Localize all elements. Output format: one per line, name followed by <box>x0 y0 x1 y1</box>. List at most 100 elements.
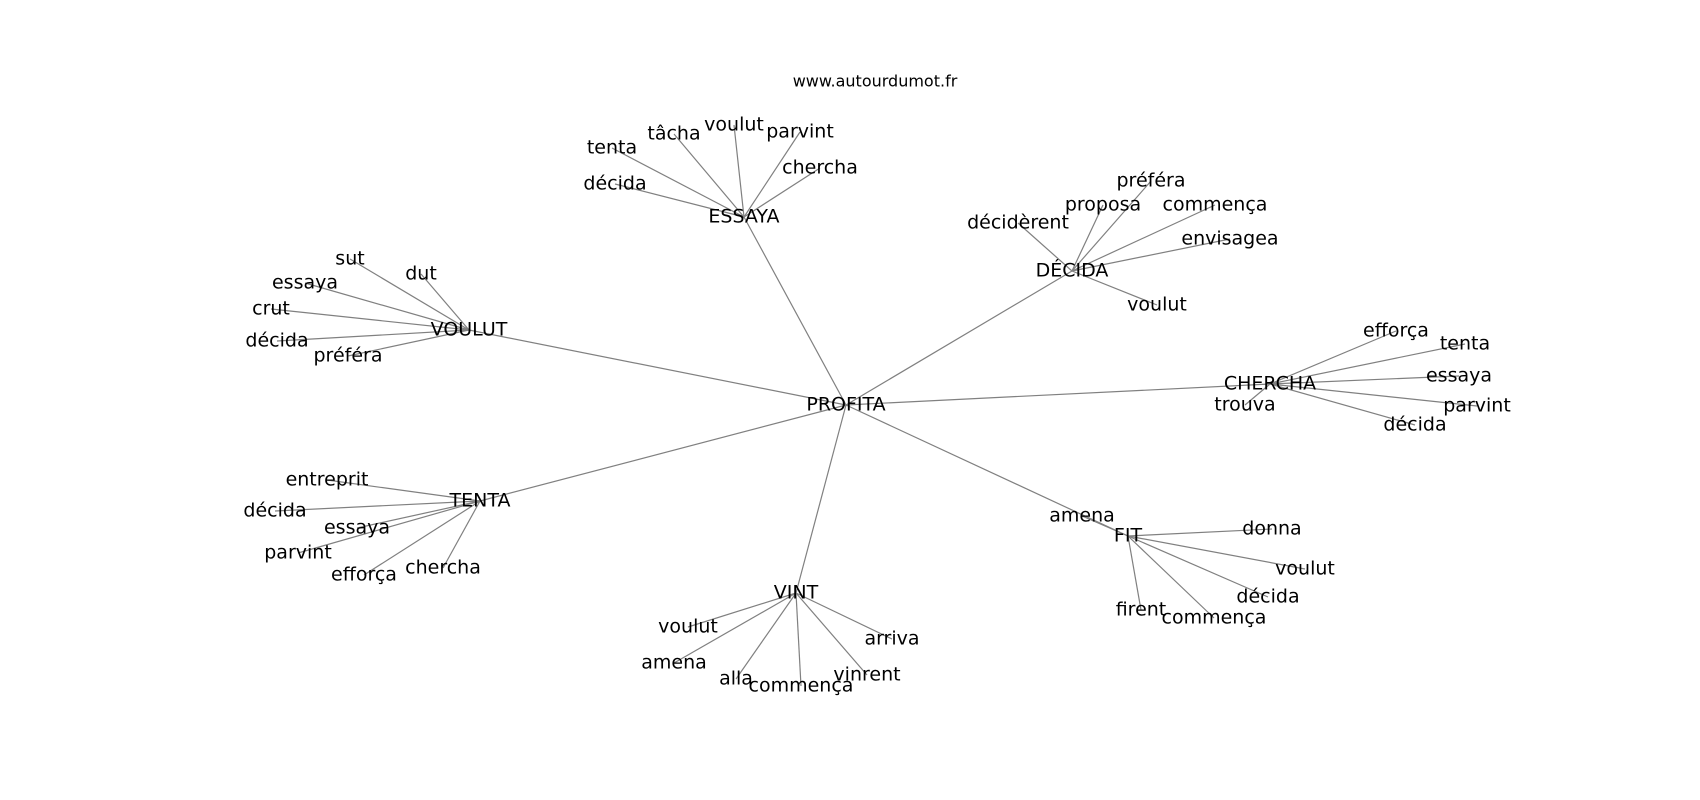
edge-chercha-leaf <box>1269 383 1416 426</box>
leaf-node: parvint <box>766 121 834 143</box>
leaf-node: décidèrent <box>967 212 1069 234</box>
edge-tenta-leaf <box>297 500 481 554</box>
leaf-node: essaya <box>1426 365 1492 387</box>
edge-center-vint <box>795 404 847 594</box>
edge-fit-leaf <box>1081 515 1129 537</box>
leaf-node: efforça <box>1363 320 1429 342</box>
leaf-node: chercha <box>782 157 858 179</box>
edge-essaya-leaf <box>743 131 801 218</box>
edge-chercha-leaf <box>1269 383 1478 407</box>
center-node: PROFITA <box>806 394 885 416</box>
leaf-node: tenta <box>587 137 637 159</box>
leaf-node: parvint <box>264 542 332 564</box>
edge-vint-leaf <box>795 592 802 687</box>
leaf-node: alla <box>719 668 753 690</box>
edge-center-fit <box>845 404 1129 537</box>
edge-essaya-leaf <box>614 183 745 218</box>
edge-chercha-leaf <box>1269 343 1466 385</box>
edge-tenta-leaf <box>356 500 481 529</box>
edge-voulut-leaf <box>276 329 470 342</box>
edge-decida-leaf <box>1071 270 1158 306</box>
leaf-node: amena <box>1049 505 1115 527</box>
edge-decida-leaf <box>1071 180 1152 272</box>
leaf-node: décida <box>1383 414 1446 436</box>
edge-decida-leaf <box>1071 238 1231 272</box>
leaf-node: parvint <box>1443 395 1511 417</box>
edge-decida-leaf <box>1071 204 1216 272</box>
edge-center-essaya <box>743 216 847 406</box>
leaf-node: amena <box>641 652 707 674</box>
leaf-node: chercha <box>405 557 481 579</box>
edge-voulut-leaf <box>420 273 470 331</box>
edge-tenta-leaf <box>326 479 481 502</box>
leaf-node: proposa <box>1065 194 1141 216</box>
edge-center-tenta <box>479 404 847 502</box>
watermark: www.autourdumot.fr <box>793 72 958 91</box>
edge-fit-leaf <box>1127 535 1215 619</box>
leaf-node: voulut <box>1127 294 1187 316</box>
edge-fit-leaf <box>1127 535 1269 598</box>
edge-vint-leaf <box>687 592 797 628</box>
leaf-node: décida <box>583 173 646 195</box>
leaf-node: entreprit <box>286 469 369 491</box>
hub-node-vint: VINT <box>774 582 819 604</box>
leaf-node: décida <box>245 330 308 352</box>
edge-vint-leaf <box>795 592 868 676</box>
edge-tenta-leaf <box>363 500 481 576</box>
leaf-node: décida <box>243 500 306 522</box>
leaf-node: donna <box>1242 518 1301 540</box>
edge-voulut-leaf <box>270 308 470 331</box>
leaf-node: voulut <box>1275 558 1335 580</box>
leaf-node: préféra <box>314 345 383 367</box>
leaf-node: essaya <box>324 517 390 539</box>
edge-essaya-leaf <box>733 124 745 218</box>
leaf-node: décida <box>1236 586 1299 608</box>
edge-decida-leaf <box>1017 222 1073 272</box>
leaf-node: dut <box>405 263 437 285</box>
edge-voulut-leaf <box>349 258 470 331</box>
leaf-node: firent <box>1116 599 1167 621</box>
graph-edges <box>270 124 1478 687</box>
edge-fit-leaf <box>1127 535 1142 611</box>
leaf-node: envisagea <box>1181 228 1278 250</box>
edge-essaya-leaf <box>743 167 821 218</box>
edge-vint-leaf <box>735 592 797 680</box>
hub-node-decida: DÉCIDA <box>1036 259 1109 282</box>
edge-fit-leaf <box>1127 528 1273 537</box>
leaf-node: préféra <box>1117 170 1186 192</box>
edge-center-voulut <box>468 329 847 406</box>
leaf-node: tenta <box>1440 333 1490 355</box>
edge-chercha-leaf <box>1244 383 1271 406</box>
edge-vint-leaf <box>795 592 893 640</box>
edge-chercha-leaf <box>1269 330 1397 385</box>
hub-node-tenta: TENTA <box>449 490 511 512</box>
leaf-node: sut <box>335 248 364 270</box>
leaf-node: voulut <box>704 114 764 136</box>
leaf-node: tâcha <box>647 123 700 145</box>
edge-essaya-leaf <box>611 147 745 218</box>
hub-node-voulut: VOULUT <box>431 319 508 341</box>
hub-node-essaya: ESSAYA <box>708 206 779 228</box>
leaf-node: vinrent <box>833 664 900 686</box>
hub-node-fit: FIT <box>1114 525 1143 547</box>
edge-chercha-leaf <box>1269 375 1460 385</box>
edge-center-decida <box>845 270 1073 406</box>
edge-fit-leaf <box>1127 535 1306 570</box>
leaf-node: efforça <box>331 564 397 586</box>
edge-tenta-leaf <box>442 500 481 569</box>
edge-vint-leaf <box>673 592 797 664</box>
leaf-node: crut <box>252 298 290 320</box>
leaf-node: essaya <box>272 272 338 294</box>
hub-node-chercha: CHERCHA <box>1224 373 1316 395</box>
leaf-node: commença <box>749 675 854 697</box>
edge-voulut-leaf <box>304 282 470 331</box>
leaf-node: commença <box>1163 194 1268 216</box>
edge-center-chercha <box>845 383 1271 406</box>
leaf-node: voulut <box>658 616 718 638</box>
edge-tenta-leaf <box>274 500 481 512</box>
edge-voulut-leaf <box>347 329 470 357</box>
leaf-node: trouva <box>1214 394 1275 416</box>
leaf-node: arriva <box>864 628 919 650</box>
